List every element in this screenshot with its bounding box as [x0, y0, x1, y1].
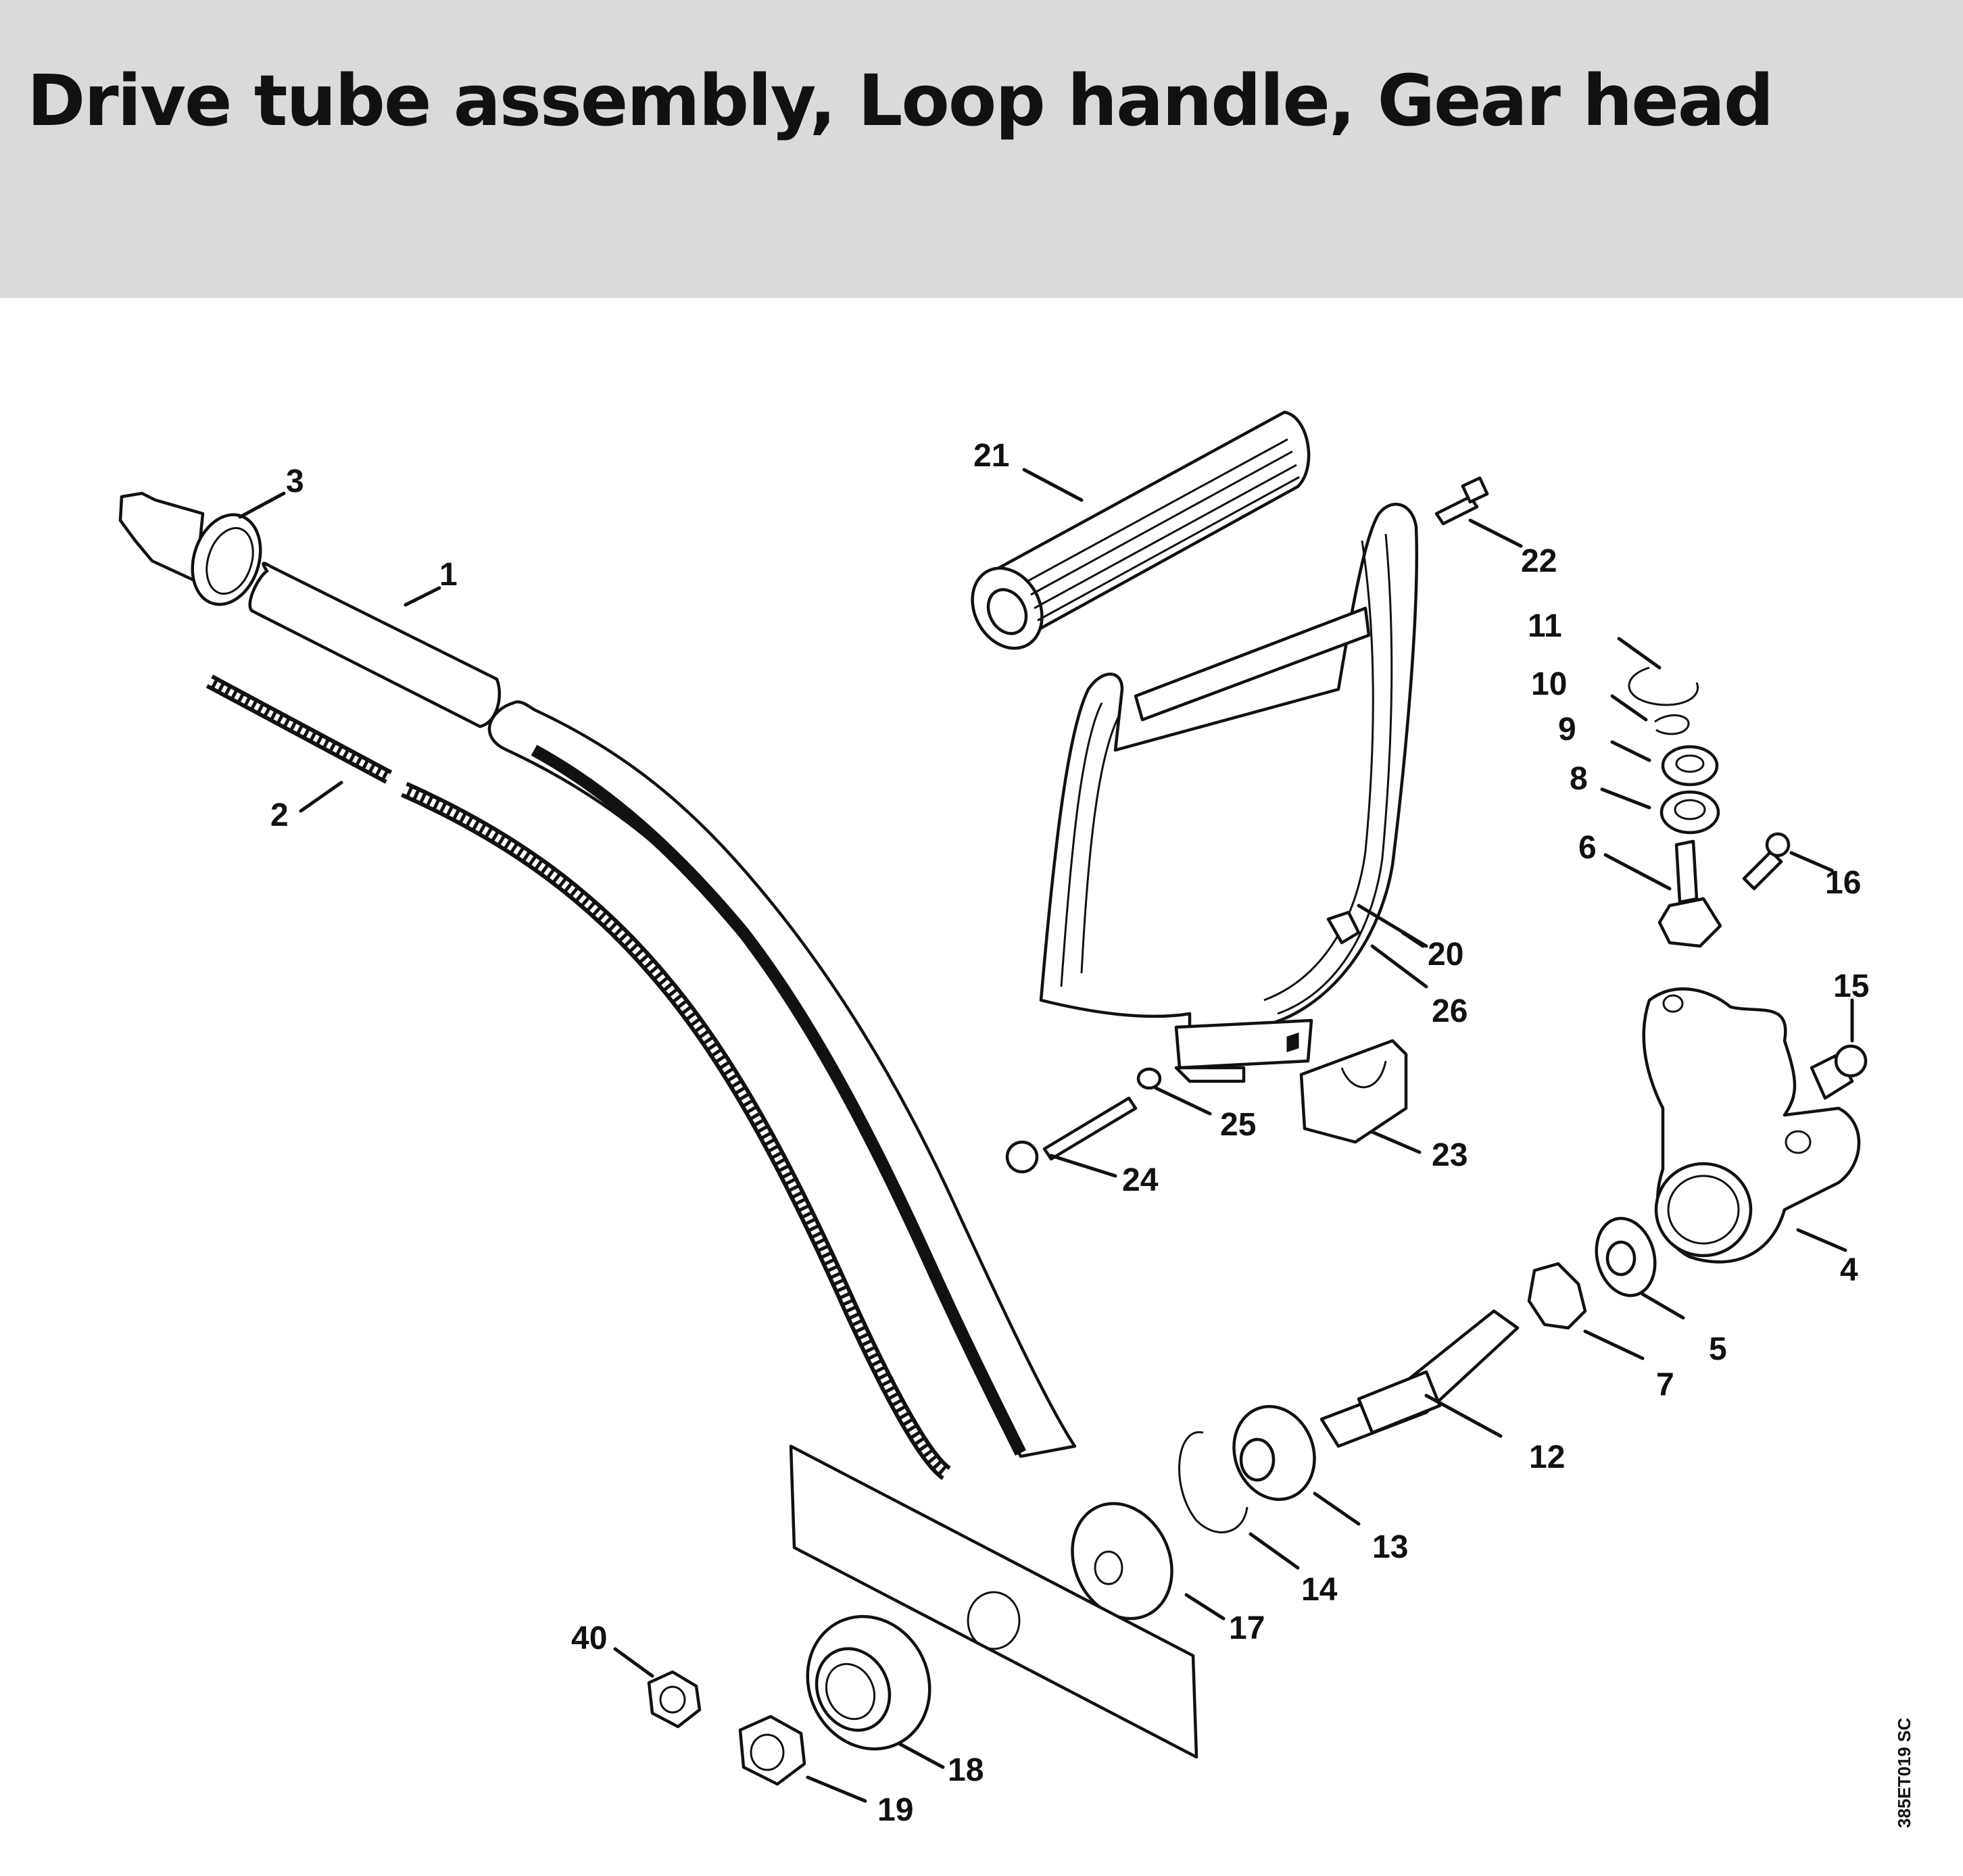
callout-14: 14 — [1301, 1572, 1338, 1608]
callout-4: 4 — [1840, 1252, 1858, 1288]
callout-labels: 1 2 3 4 5 6 7 8 9 10 11 12 13 14 15 16 1… — [270, 438, 1869, 1828]
callout-40: 40 — [571, 1621, 607, 1656]
snap-ring-10 — [1654, 714, 1690, 735]
snap-ring-14 — [1178, 1431, 1249, 1533]
spindle-12 — [1319, 1309, 1520, 1448]
thrust-washer-18 — [806, 1614, 931, 1751]
callout-9: 9 — [1558, 712, 1576, 747]
circlip-11 — [1628, 666, 1699, 706]
callout-22: 22 — [1521, 543, 1557, 579]
callout-6: 6 — [1578, 830, 1597, 866]
clamp-23 — [1299, 1039, 1408, 1144]
callout-23: 23 — [1432, 1137, 1468, 1173]
callout-18: 18 — [948, 1752, 984, 1788]
callout-17: 17 — [1229, 1610, 1265, 1646]
flexible-drive-shaft — [205, 674, 952, 1480]
blade-plate — [789, 1444, 1198, 1759]
screw-15 — [1810, 1044, 1868, 1100]
leader-lines — [238, 468, 1854, 1803]
screw-24 — [1005, 1096, 1138, 1174]
gear-7 — [1527, 1262, 1587, 1330]
callout-19: 19 — [877, 1792, 913, 1828]
callout-8: 8 — [1570, 761, 1588, 797]
page-title: Drive tube assembly, Loop handle, Gear h… — [27, 59, 1774, 142]
callout-12: 12 — [1529, 1439, 1565, 1475]
callout-21: 21 — [973, 438, 1009, 474]
callout-1: 1 — [439, 557, 458, 593]
screw-16 — [1742, 832, 1791, 891]
bearing-5 — [1595, 1216, 1657, 1298]
drive-tube — [248, 562, 1077, 1458]
nut-19 — [738, 1714, 806, 1786]
callout-11: 11 — [1528, 608, 1562, 644]
callout-10: 10 — [1531, 666, 1567, 702]
loop-handle — [1039, 502, 1419, 1083]
callout-16: 16 — [1825, 865, 1861, 901]
callout-2: 2 — [270, 797, 289, 833]
bearing-13 — [1232, 1405, 1316, 1501]
callout-7: 7 — [1656, 1367, 1674, 1403]
callout-26: 26 — [1432, 993, 1468, 1029]
bearing-9 — [1661, 745, 1719, 787]
callout-24: 24 — [1122, 1162, 1159, 1198]
callout-25: 25 — [1220, 1107, 1256, 1143]
nut-40 — [647, 1670, 702, 1729]
header-band: Drive tube assembly, Loop handle, Gear h… — [0, 0, 1963, 298]
drawing-code: 385ET019 SC — [1894, 1717, 1914, 1828]
callout-13: 13 — [1372, 1529, 1408, 1565]
handle-grip — [971, 410, 1311, 650]
bearing-8 — [1659, 790, 1720, 835]
callout-3: 3 — [286, 464, 304, 499]
square-nut-26 — [1326, 910, 1361, 945]
gear-housing — [1642, 987, 1861, 1264]
callout-5: 5 — [1709, 1331, 1727, 1367]
pinion-6 — [1657, 839, 1722, 948]
callout-20: 20 — [1428, 937, 1463, 972]
callout-15: 15 — [1833, 968, 1869, 1004]
screw-22 — [1434, 476, 1489, 526]
thrust-plate-17 — [1071, 1502, 1173, 1621]
washer-25 — [1136, 1067, 1162, 1090]
